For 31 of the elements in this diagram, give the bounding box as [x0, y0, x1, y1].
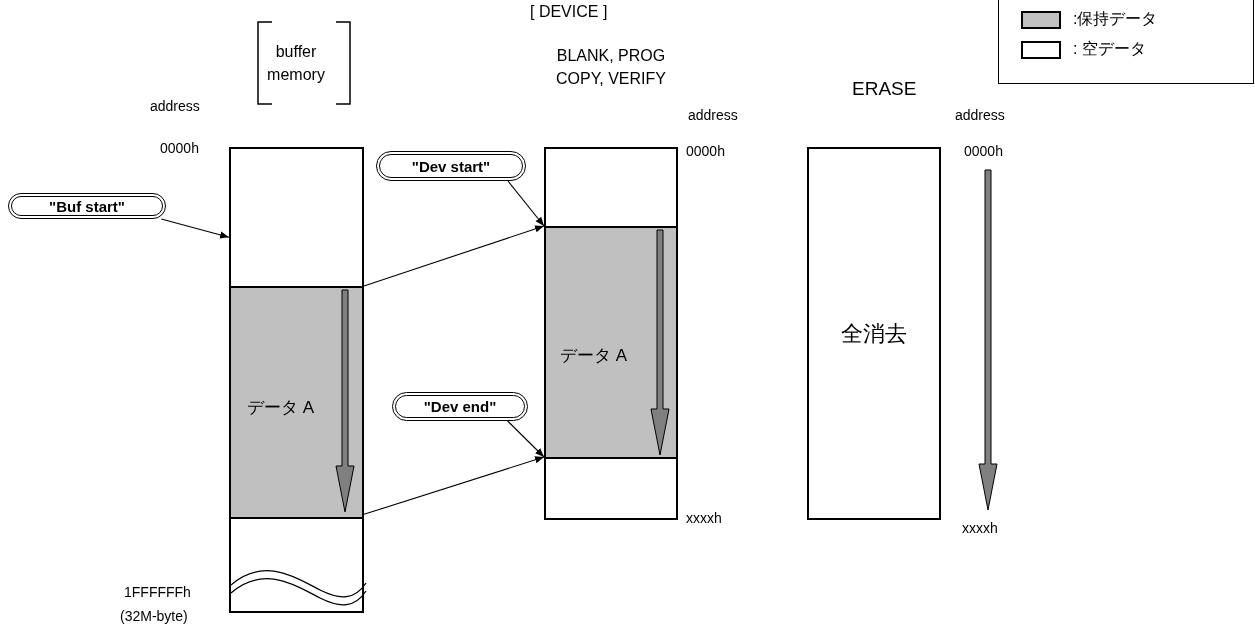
memory-block — [229, 147, 364, 288]
legend-text: : 空データ — [1073, 39, 1146, 59]
memory-block — [229, 517, 364, 613]
axis-caption: address — [955, 107, 1005, 123]
callout-pill: "Buf start" — [8, 193, 166, 219]
memory-block: 全消去 — [807, 147, 941, 520]
heading-text: BLANK, PROG COPY, VERIFY — [555, 46, 667, 90]
arrow — [363, 456, 545, 515]
memory-block — [544, 457, 678, 520]
address-label: 0000h — [686, 143, 725, 159]
size-label: (32M-byte) — [120, 608, 188, 624]
callout-pill: "Dev start" — [376, 151, 526, 181]
arrow — [507, 180, 545, 227]
heading-text: ERASE — [852, 78, 917, 100]
heading-text: [ DEVICE ] — [530, 3, 608, 21]
callout-pill: "Dev end" — [392, 392, 528, 421]
address-label: 0000h — [160, 140, 199, 156]
memory-block: データ A — [229, 286, 364, 519]
heading-text: buffer memory — [266, 42, 326, 86]
address-label: xxxxh — [686, 510, 722, 526]
memory-block: データ A — [544, 226, 678, 459]
legend-text: :保持データ — [1073, 9, 1158, 29]
arrow — [160, 218, 230, 239]
axis-caption: address — [688, 107, 738, 123]
arrow — [363, 225, 545, 287]
arrow — [507, 420, 545, 458]
address-label: 0000h — [964, 143, 1003, 159]
memory-block — [544, 147, 678, 228]
address-label: xxxxh — [962, 520, 998, 536]
axis-caption: address — [150, 98, 200, 114]
address-label: 1FFFFFFh — [124, 584, 191, 600]
